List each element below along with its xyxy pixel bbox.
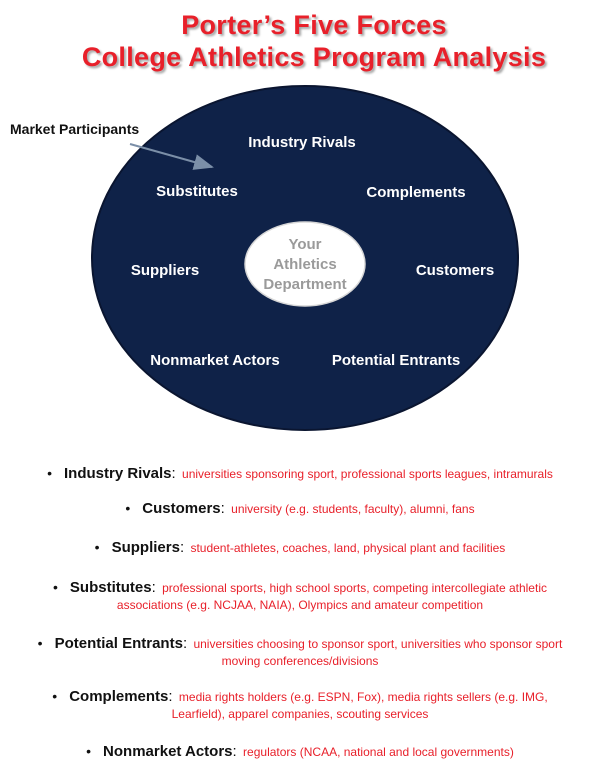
center-label-line-2: Athletics xyxy=(273,256,336,273)
force-label-substitutes: Substitutes xyxy=(156,183,238,200)
bullet-description: regulators (NCAA, national and local gov… xyxy=(243,745,514,759)
bullet-term: Complements xyxy=(69,688,169,705)
bullet-description: universities sponsoring sport, professio… xyxy=(182,467,553,481)
center-label-line-3: Department xyxy=(263,276,346,293)
bullet-dot: • xyxy=(86,743,92,759)
bullet-term: Substitutes xyxy=(69,579,152,596)
callout-arrow xyxy=(129,143,214,170)
center-label-line-1: Your xyxy=(288,236,321,253)
bullet-potential-entrants: •Potential Entrants: universities choosi… xyxy=(37,635,563,668)
bullet-nonmarket-actors: •Nonmarket Actors: regulators (NCAA, nat… xyxy=(86,743,514,760)
bullet-dot: • xyxy=(47,465,52,481)
bullet-customers: •Customers: university (e.g. students, f… xyxy=(125,500,475,517)
bullet-term: Industry Rivals xyxy=(63,465,172,482)
bullet-term: Potential Entrants xyxy=(54,635,183,652)
bullet-suppliers: •Suppliers: student-athletes, coaches, l… xyxy=(94,539,506,556)
market-participants-callout: Market Participants xyxy=(10,121,139,137)
bullet-description: student-athletes, coaches, land, physica… xyxy=(190,541,506,555)
bullet-dot: • xyxy=(37,635,43,651)
force-label-potential-entrants: Potential Entrants xyxy=(332,352,460,369)
bullet-description-continued: associations (e.g. NCJAA, NAIA), Olympic… xyxy=(116,598,484,612)
force-label-customers: Customers xyxy=(416,262,494,279)
force-label-industry-rivals: Industry Rivals xyxy=(248,134,356,151)
bullet-industry-rivals: •Industry Rivals: universities sponsorin… xyxy=(47,465,553,482)
bullet-term: Customers xyxy=(142,500,221,517)
bullet-description: media rights holders (e.g. ESPN, Fox), m… xyxy=(178,690,548,704)
force-label-suppliers: Suppliers xyxy=(131,262,199,279)
bullet-dot: • xyxy=(94,539,100,555)
force-label-nonmarket-actors: Nonmarket Actors xyxy=(150,352,279,369)
bullet-dot: • xyxy=(52,688,58,704)
page-title-line-1: Porter’s Five Forces xyxy=(181,10,447,40)
page-title-line-2: College Athletics Program Analysis xyxy=(81,42,547,72)
bullet-dot: • xyxy=(53,579,58,595)
bullet-term: Nonmarket Actors xyxy=(103,743,233,760)
bullet-description: professional sports, high school sports,… xyxy=(162,581,547,595)
bullet-dot: • xyxy=(125,500,131,516)
force-label-complements: Complements xyxy=(366,184,465,201)
bullet-substitutes: •Substitutes: professional sports, high … xyxy=(53,579,547,612)
five-forces-diagram: Market Participants Industry Rivals Subs… xyxy=(10,85,519,431)
bullet-term: Suppliers xyxy=(111,539,180,556)
bullet-description: university (e.g. students, faculty), alu… xyxy=(231,502,475,516)
bullet-description: universities choosing to sponsor sport, … xyxy=(193,637,563,651)
bullet-description-continued: Learfield), apparel companies, scouting … xyxy=(171,707,429,721)
center-oval xyxy=(244,221,366,307)
bullet-description-continued: moving conferences/divisions xyxy=(221,654,379,668)
bullet-complements: •Complements: media rights holders (e.g.… xyxy=(52,688,548,721)
